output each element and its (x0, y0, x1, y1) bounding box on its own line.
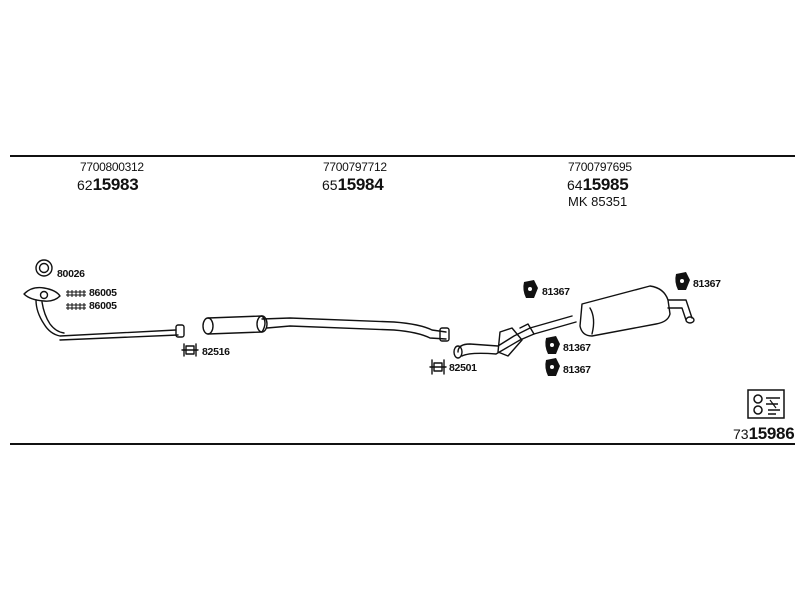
assembly-kit-icon (747, 389, 785, 419)
part-prefix: 73 (733, 426, 749, 442)
label-clamp-rear: 82501 (449, 362, 477, 374)
label-bolt-a: 86005 (89, 287, 117, 299)
hanger-icon (545, 336, 560, 354)
label-hanger-low-1: 81367 (563, 342, 591, 354)
part-main-number: 15985 (582, 175, 629, 194)
label-clamp-front: 82516 (202, 346, 230, 358)
part-main-number: 15984 (337, 175, 384, 194)
hanger-icon (675, 272, 690, 290)
gasket-ring-icon (35, 259, 53, 277)
label-hanger-low-2: 81367 (563, 364, 591, 376)
hanger-icon (523, 280, 538, 298)
middle-silencer-icon (202, 315, 450, 342)
label-hanger-mid: 81367 (542, 286, 570, 298)
hanger-icon (545, 358, 560, 376)
part-prefix: 62 (77, 177, 93, 193)
part-number-middle-silencer: 6515984 (322, 175, 384, 195)
front-flange-icon (23, 286, 61, 302)
rear-silencer-icon (579, 285, 695, 337)
front-pipe (35, 299, 177, 337)
clamp-rear-icon (429, 359, 447, 375)
oem-number-middle-silencer: 7700797712 (323, 160, 387, 174)
part-number-assembly: 7315986 (733, 424, 795, 444)
clamp-front-icon (181, 343, 199, 357)
part-number-front-pipe: 6215983 (77, 175, 139, 195)
front-pipe-end (175, 324, 185, 338)
rear-pipe-icon (453, 315, 577, 359)
bolt-icon (66, 290, 86, 297)
part-prefix: 64 (567, 177, 583, 193)
part-main-number: 15986 (748, 424, 795, 443)
oem-number-rear-silencer: 7700797695 (568, 160, 632, 174)
label-gasket-ring: 80026 (57, 268, 85, 280)
bottom-rule (10, 443, 795, 445)
top-rule (10, 155, 795, 157)
oem-number-front-pipe: 7700800312 (80, 160, 144, 174)
mounting-kit-number: MK 85351 (568, 194, 628, 209)
label-hanger-rear: 81367 (693, 278, 721, 290)
part-number-rear-silencer: 6415985 (567, 175, 629, 195)
part-main-number: 15983 (92, 175, 139, 194)
bolt-icon (66, 303, 86, 310)
part-prefix: 65 (322, 177, 338, 193)
label-bolt-b: 86005 (89, 300, 117, 312)
